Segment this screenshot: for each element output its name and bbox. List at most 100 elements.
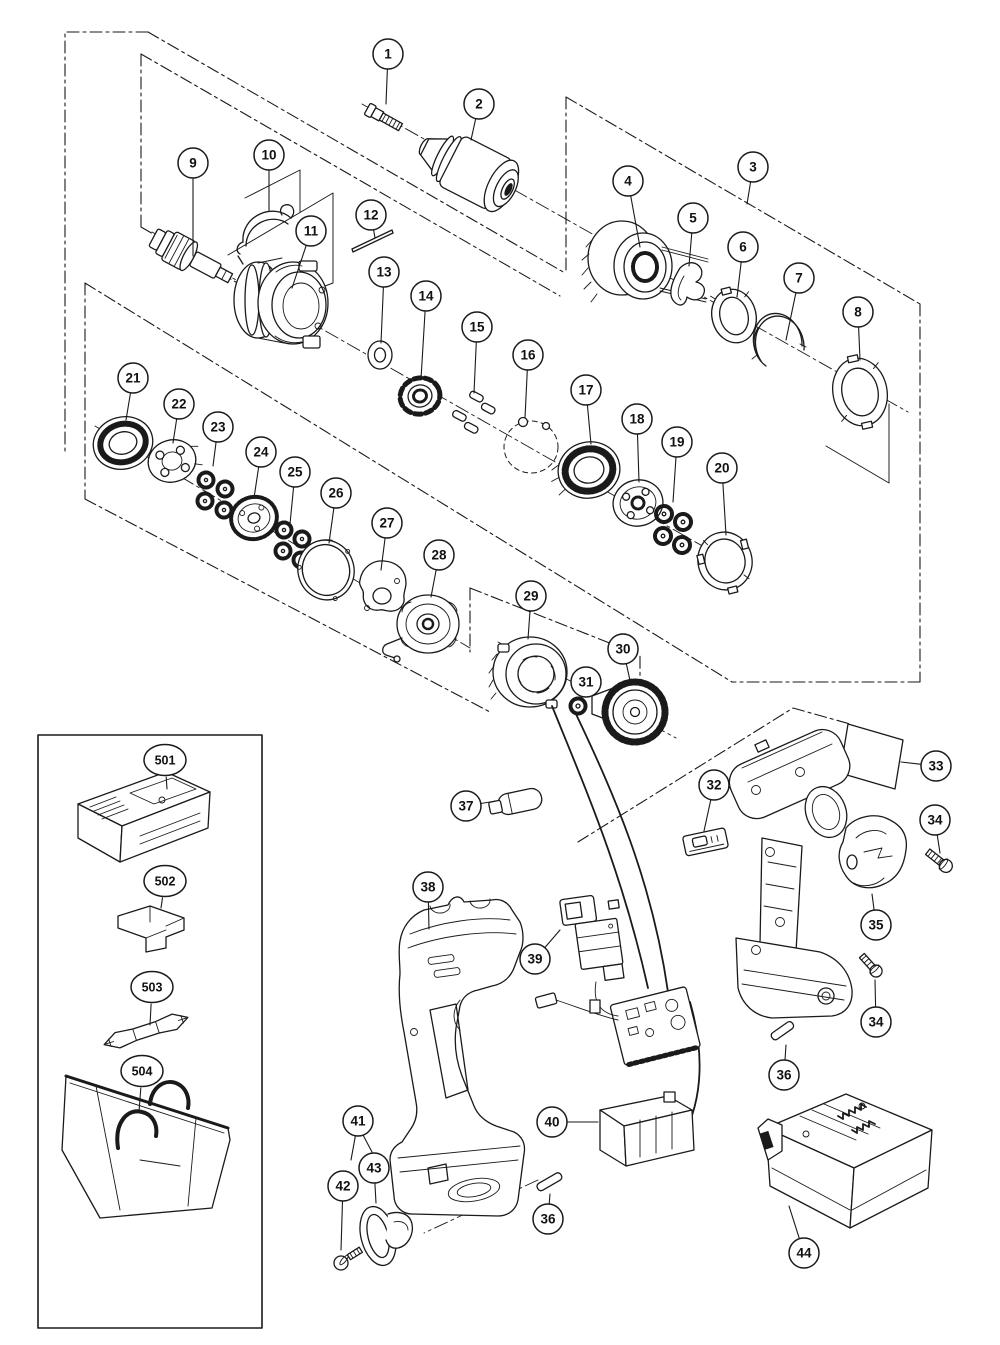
balloon-circle [768, 1059, 800, 1091]
leader-line [858, 326, 861, 361]
balloon-circle [727, 231, 759, 263]
leader-line [480, 800, 497, 805]
part-44-battery-drawing [757, 1093, 933, 1229]
leader-line [527, 610, 531, 640]
leader-line [253, 466, 260, 499]
balloon-number: 20 [714, 461, 729, 476]
balloon-circle [202, 411, 234, 443]
balloon-27-26: 27 [371, 507, 403, 571]
part-7-spring-washer-drawing [751, 312, 807, 367]
balloon-number: 10 [261, 148, 276, 163]
balloon-circle [536, 1106, 568, 1138]
leader-line [289, 486, 295, 525]
balloon-number: 32 [706, 778, 721, 793]
part-29-motor-stator-drawing [488, 636, 568, 709]
balloon-circle [621, 403, 653, 435]
leader-line [350, 1135, 356, 1161]
part-27-plate-drawing [358, 560, 407, 612]
balloon-15-14: 15 [461, 311, 493, 394]
balloon-number: 11 [304, 224, 319, 239]
balloon-23-22: 23 [202, 411, 234, 467]
balloon-37-37: 37 [450, 790, 497, 822]
part-housing-right-drawing [728, 728, 853, 1019]
balloon-number: 9 [189, 156, 197, 171]
balloon-circle [607, 633, 639, 665]
balloon-circle [355, 199, 387, 231]
balloon-number: 36 [540, 1212, 556, 1227]
balloon-6-5: 6 [727, 231, 759, 298]
balloon-number: 38 [420, 880, 436, 895]
leader-line [165, 776, 168, 790]
balloon-circle [737, 151, 769, 183]
balloon-number: 34 [927, 813, 943, 828]
balloon-circle [372, 38, 404, 70]
part-35-gear-cover-drawing [838, 815, 908, 889]
part-40-terminal-block-drawing [599, 1091, 695, 1167]
balloon-5-4: 5 [677, 202, 709, 267]
balloon-number: 1 [384, 47, 392, 62]
part-1-screw-drawing [364, 102, 404, 132]
leader-line [160, 897, 164, 909]
balloon-number: 13 [376, 265, 392, 280]
balloon-number: 5 [689, 211, 697, 226]
balloon-44-45: 44 [788, 1205, 820, 1269]
part-9-spindle-drawing [148, 228, 234, 284]
accessory-box-frame [37, 734, 263, 1329]
balloon-circle [783, 262, 815, 294]
leader-line [672, 456, 677, 503]
parts-illustrations [37, 102, 953, 1329]
part-38-housing-left-drawing [389, 896, 526, 1217]
balloon-number: 2 [475, 97, 483, 112]
balloon-17-16: 17 [570, 374, 602, 445]
balloon-number: 502 [155, 875, 176, 889]
balloon-circle [358, 1152, 390, 1184]
leader-line [340, 1200, 344, 1251]
balloon-circle [177, 147, 209, 179]
part-21-bearing-drawing [92, 416, 154, 470]
balloon-28-27: 28 [423, 539, 455, 598]
leader-line [380, 537, 386, 571]
balloon-circle [677, 202, 709, 234]
part-501-charger-drawing [77, 771, 211, 863]
balloon-36-44: 36 [532, 1193, 564, 1235]
balloon-number: 17 [578, 383, 593, 398]
balloon-number: 8 [854, 305, 862, 320]
balloon-number: 25 [287, 465, 303, 480]
balloon-number: 19 [669, 435, 684, 450]
balloon-number: 39 [527, 952, 542, 967]
leader-line [625, 663, 632, 686]
balloon-32-31: 32 [698, 769, 730, 832]
balloon-circle [860, 909, 892, 941]
balloon-circle [612, 165, 644, 197]
balloon-circle [919, 804, 951, 836]
balloon-number: 37 [458, 799, 473, 814]
leader-line [785, 292, 797, 341]
part-19-planet-gears-drawing [653, 504, 693, 555]
balloon-2-1: 2 [463, 88, 495, 141]
balloon-circle [412, 871, 444, 903]
part-16-retaining-ring-drawing [503, 416, 559, 474]
balloon-number: 3 [749, 160, 757, 175]
balloon-8-7: 8 [842, 296, 874, 361]
leader-line [636, 433, 640, 483]
balloon-number: 41 [350, 1114, 366, 1129]
balloon-number: 24 [253, 445, 269, 460]
part-43-hook-drawing [359, 1205, 414, 1267]
part-13-washer-drawing [367, 340, 393, 370]
leader-line [703, 799, 712, 832]
part-503-driver-bit-drawing [103, 1013, 189, 1049]
balloon-33-32: 33 [900, 750, 952, 782]
leader-line [420, 310, 426, 380]
part-28-shift-carrier-drawing [382, 594, 460, 663]
leader-line [373, 229, 376, 239]
part-34-screw-bottom-drawing [858, 952, 883, 978]
balloon-number: 27 [379, 516, 394, 531]
part-33-label-drawing [839, 723, 904, 790]
balloon-circle [463, 88, 495, 120]
part-34-screw-top-drawing [924, 848, 953, 874]
balloon-circle [120, 1054, 164, 1088]
balloon-number: 14 [418, 289, 434, 304]
balloon-25-24: 25 [279, 456, 311, 525]
leader-line [328, 507, 335, 544]
balloon-34-35: 34 [860, 979, 892, 1038]
